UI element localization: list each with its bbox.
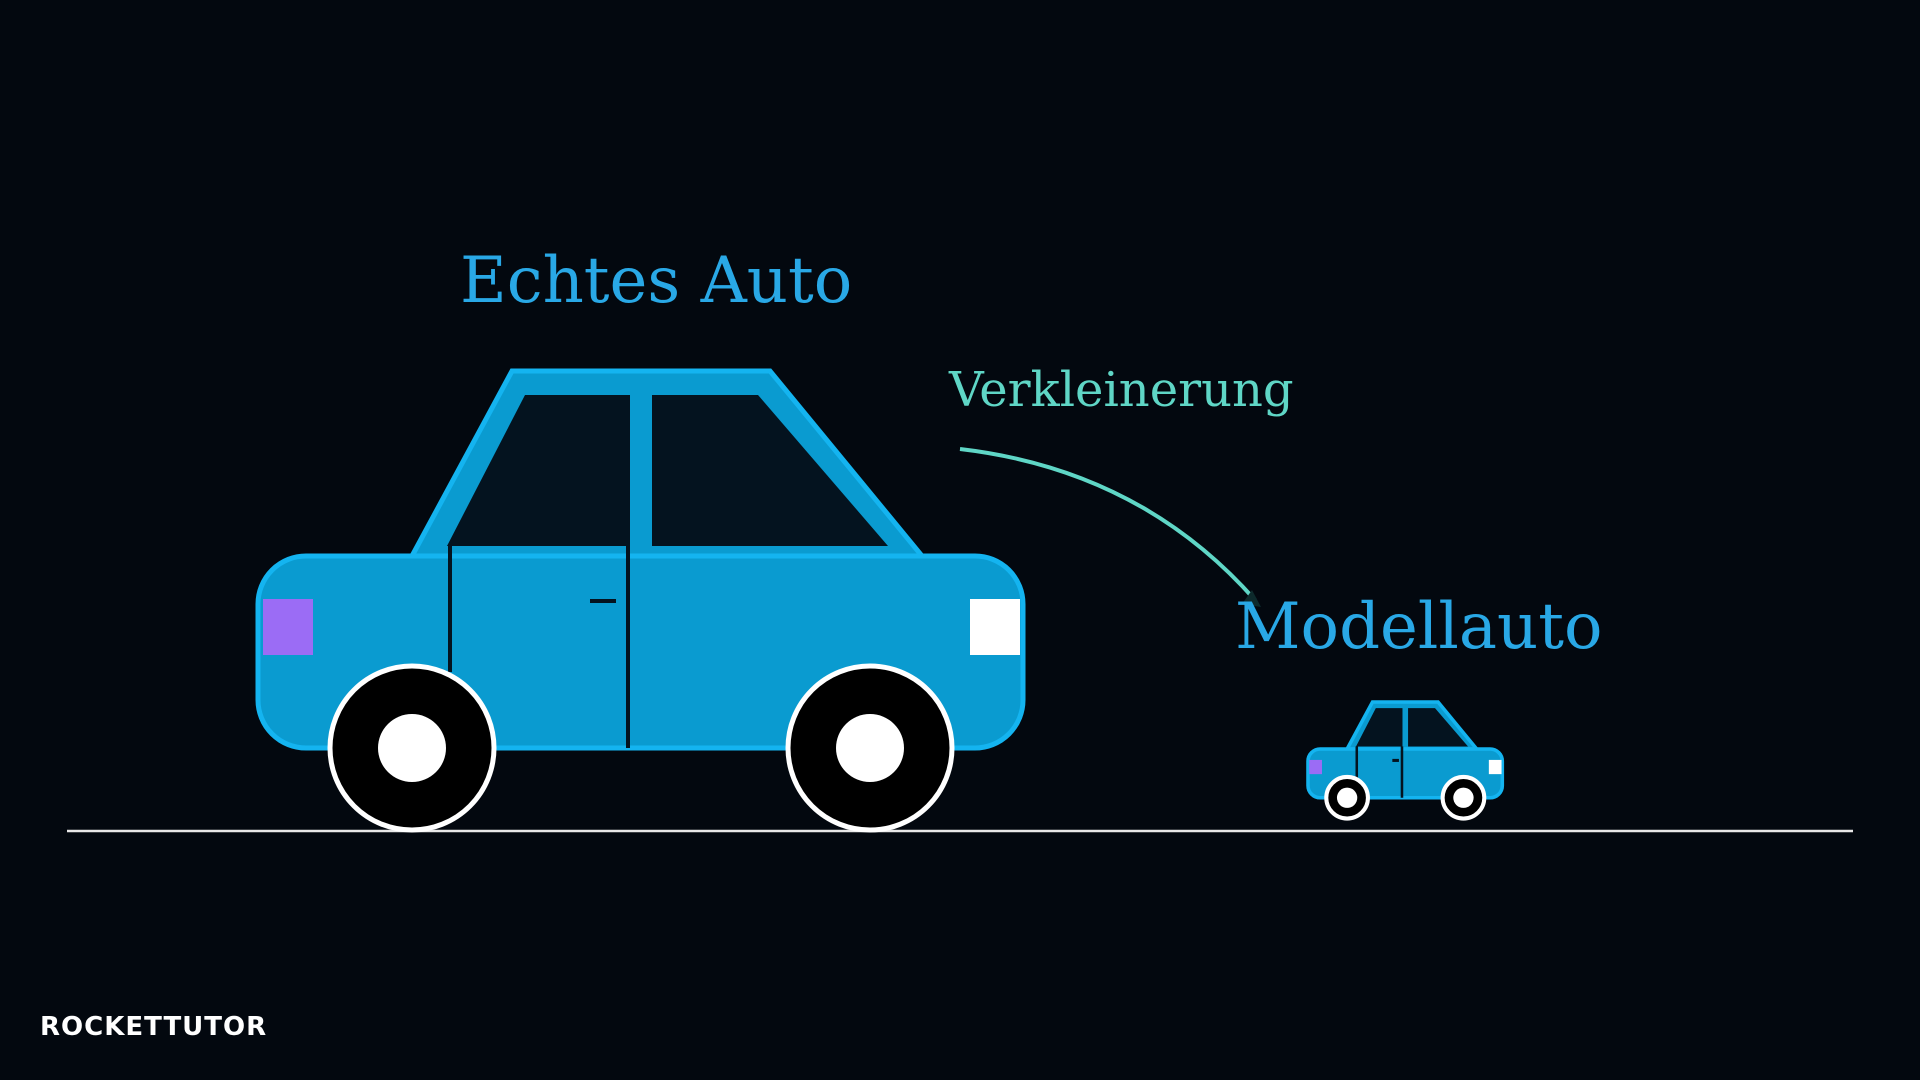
scaling-arrowhead xyxy=(1242,590,1261,607)
real-car-label: Echtes Auto xyxy=(460,244,853,318)
model-car-rear-window xyxy=(1408,708,1469,747)
real-car-front-hub xyxy=(836,714,904,782)
model-car xyxy=(1306,700,1505,821)
model-car-rear-hub xyxy=(1336,787,1358,808)
real-car xyxy=(255,368,1026,833)
scaling-label: Verkleinerung xyxy=(949,362,1294,418)
model-car-taillight xyxy=(1309,759,1322,775)
model-car-headlight xyxy=(1488,759,1502,775)
real-car-front-window xyxy=(447,395,630,546)
model-car-front-hub xyxy=(1453,787,1474,808)
scaling-arrow xyxy=(959,447,1261,607)
scaling-arrow-curve xyxy=(959,447,1257,602)
model-car-label: Modellauto xyxy=(1235,590,1603,664)
real-car-headlight xyxy=(970,599,1020,655)
real-car-rear-hub xyxy=(378,714,446,782)
model-car-front-window xyxy=(1356,708,1403,747)
brand-logo: ROCKETTUTOR xyxy=(40,1012,268,1042)
real-car-taillight xyxy=(263,599,313,655)
real-car-rear-window xyxy=(652,395,888,546)
